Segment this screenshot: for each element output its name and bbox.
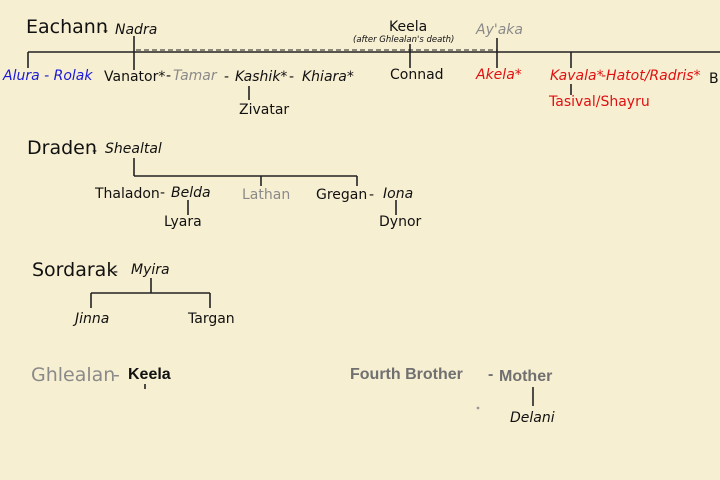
nadra-name: Nadra — [115, 22, 158, 38]
dynor-name: Dynor — [379, 214, 422, 230]
sordarak-dash: - — [113, 264, 119, 280]
iona-name: Iona — [383, 186, 414, 202]
targan-name: Targan — [188, 311, 235, 327]
lathan-name: Lathan — [242, 187, 291, 203]
mother-name: Mother — [499, 368, 553, 385]
lyara-name: Lyara — [164, 214, 202, 230]
delani-name: Delani — [510, 410, 555, 426]
ghlealan-name: Ghlealan — [31, 364, 116, 386]
dot-mark — [476, 406, 480, 410]
fourth-dash: - — [488, 366, 494, 383]
jinna-name: Jinna — [75, 311, 110, 327]
thaladon-name: Thaladon — [95, 186, 160, 202]
gregan-name: Gregan — [316, 187, 368, 203]
akela-name: Akela* — [476, 67, 522, 83]
vanator-name: Vanator* — [104, 69, 166, 85]
shealtal-name: Shealtal — [105, 141, 162, 157]
eachann-dash: - — [103, 23, 109, 39]
ayaka-name: Ay'aka — [476, 22, 523, 38]
cut-off-name: B — [709, 71, 719, 87]
dash-iona: - — [369, 187, 375, 203]
eachann-name: Eachann — [26, 16, 108, 38]
dash-tamar: - — [166, 68, 172, 84]
ghlealan-dash: - — [113, 364, 120, 386]
dash-kashik: - — [224, 69, 230, 85]
draden-name: Draden — [27, 137, 97, 159]
alura-rolak-name: Alura - Rolak — [3, 68, 93, 84]
zivatar-name: Zivatar — [239, 102, 290, 118]
belda-name: Belda — [171, 185, 211, 201]
tamar-name: Tamar — [173, 68, 217, 84]
dash-belda: - — [160, 185, 166, 201]
hatot-radris-name: -Hatot/Radris* — [601, 68, 701, 84]
myira-name: Myira — [131, 262, 170, 278]
kashik-name: Kashik* — [235, 69, 288, 85]
fourth-brother-name: Fourth Brother — [350, 366, 463, 383]
draden-dash: - — [92, 143, 98, 159]
keela-name: Keela — [389, 19, 428, 35]
connad-name: Connad — [390, 67, 444, 83]
khiara-name: Khiara* — [302, 69, 354, 85]
tasival-shayru-name: Tasival/Shayru — [549, 94, 650, 110]
keela-note: (after Ghlealan's death) — [353, 35, 455, 45]
sordarak-name: Sordarak — [32, 259, 118, 281]
kavala-name: Kavala* — [550, 68, 604, 84]
dash-khiara: - — [289, 69, 295, 85]
keela-bold-name: Keela — [128, 366, 171, 383]
